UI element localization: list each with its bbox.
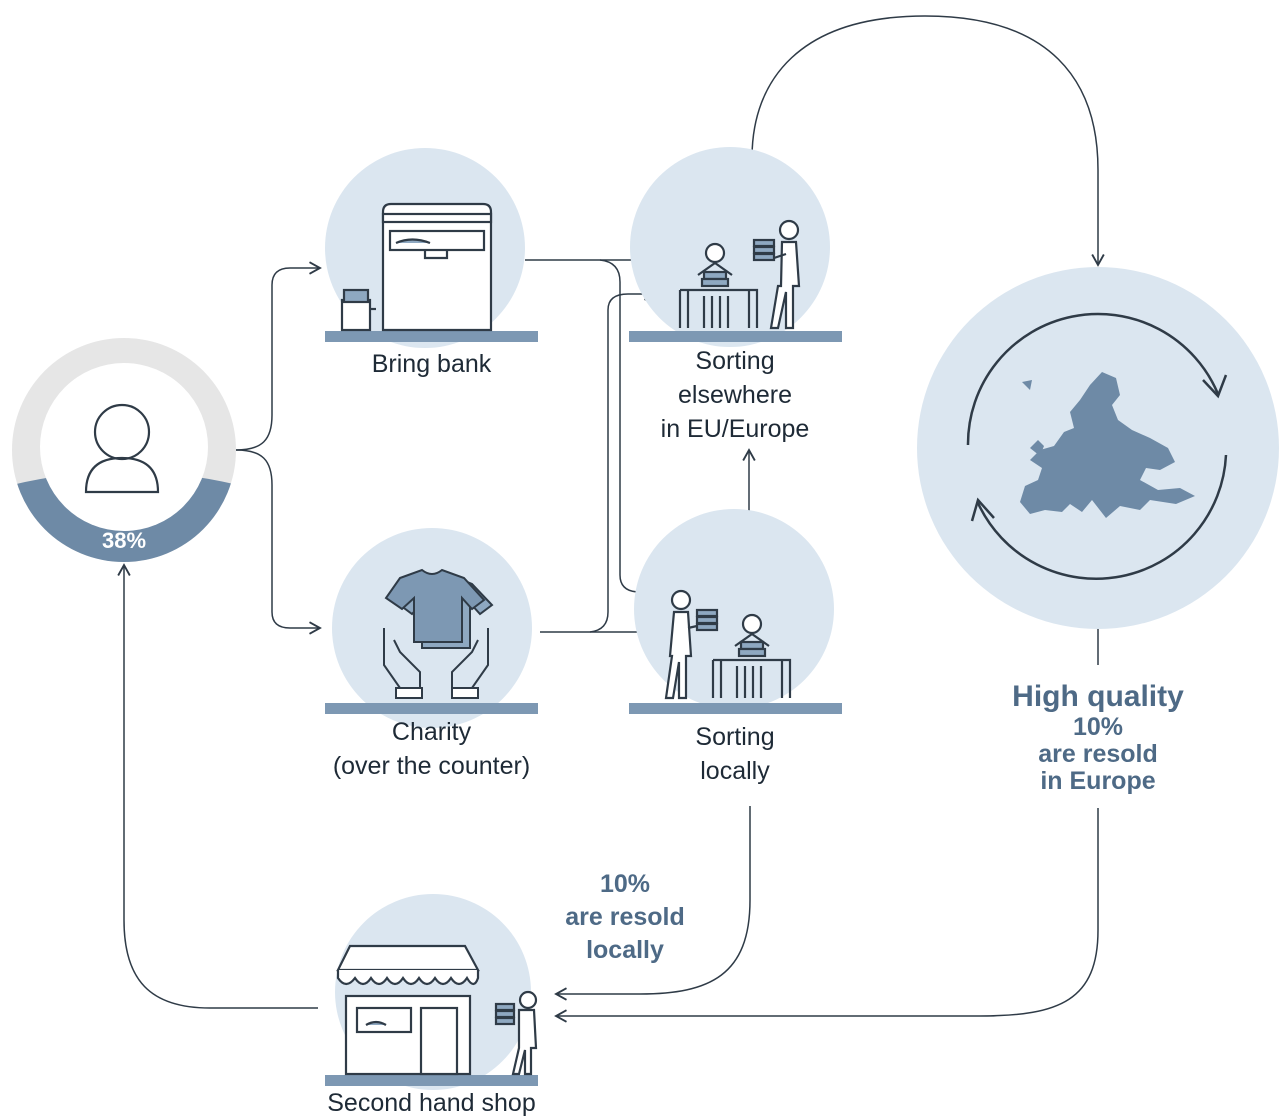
sorting-workers-icon — [664, 589, 792, 700]
second-hand-shop-label-text: Second hand shop — [327, 1089, 536, 1117]
arrow-sorting-elsewhere-to-europe — [751, 15, 1105, 267]
sorting-elsewhere-label: Sorting elsewhere in EU/Europe — [620, 344, 850, 446]
shop-icon — [336, 944, 538, 1076]
second-hand-shop-label: Second hand shop — [290, 1086, 573, 1120]
arrow-consumer-to-bring-bank — [235, 261, 322, 451]
charity-node — [325, 528, 538, 728]
clothes-in-hands-icon — [383, 568, 494, 699]
bring-bank-container-icon — [340, 202, 493, 332]
high-quality-annotation: High quality 10% are resold in Europe — [978, 680, 1218, 795]
consumer-percent: 38% — [101, 528, 147, 553]
high-quality-line3: in Europe — [1040, 767, 1156, 795]
sorting-elsewhere-label-line3: in EU/Europe — [660, 415, 810, 443]
sorting-locally-label-line1: Sorting — [695, 723, 775, 751]
local-resale-line2: are resold — [565, 903, 685, 931]
europe-map-cycle-icon — [966, 312, 1228, 581]
sorting-elsewhere-label-line1: Sorting — [695, 347, 775, 375]
arrow-europe-to-shop — [554, 808, 1099, 1023]
bring-bank-label: Bring bank — [325, 347, 538, 381]
arrow-sorting-locally-to-shop — [554, 806, 751, 1001]
high-quality-line2: are resold — [1038, 740, 1158, 768]
local-resale-line3: locally — [586, 936, 664, 964]
arrow-shop-to-consumer — [117, 563, 318, 1009]
connectors — [117, 15, 1105, 1023]
bring-bank-label-text: Bring bank — [371, 350, 492, 378]
second-hand-shop-node — [325, 894, 538, 1090]
local-resale-line1: 10% — [599, 870, 651, 898]
sorting-locally-label: Sorting locally — [620, 720, 850, 788]
high-quality-title: High quality — [1012, 680, 1184, 713]
person-icon — [84, 403, 160, 494]
charity-label-line1: Charity — [391, 718, 472, 746]
europe-node — [917, 267, 1279, 629]
sorting-elsewhere-label-line2: elsewhere — [678, 381, 792, 409]
sorting-locally-label-line2: locally — [700, 757, 770, 785]
sorting-locally-node — [629, 509, 842, 714]
local-resale-annotation: 10% are resold locally — [530, 868, 720, 967]
charity-label: Charity (over the counter) — [300, 715, 563, 783]
arrow-bring-bank-to-sorting-locally — [599, 259, 660, 599]
charity-label-line2: (over the counter) — [332, 752, 531, 780]
high-quality-line1: 10% — [1072, 713, 1124, 741]
arrow-charity-to-sorting-elsewhere — [589, 287, 657, 633]
sorting-workers-icon — [678, 219, 801, 330]
arrow-consumer-to-charity — [235, 449, 322, 635]
bring-bank-node — [325, 148, 538, 348]
sorting-elsewhere-node — [629, 147, 842, 347]
